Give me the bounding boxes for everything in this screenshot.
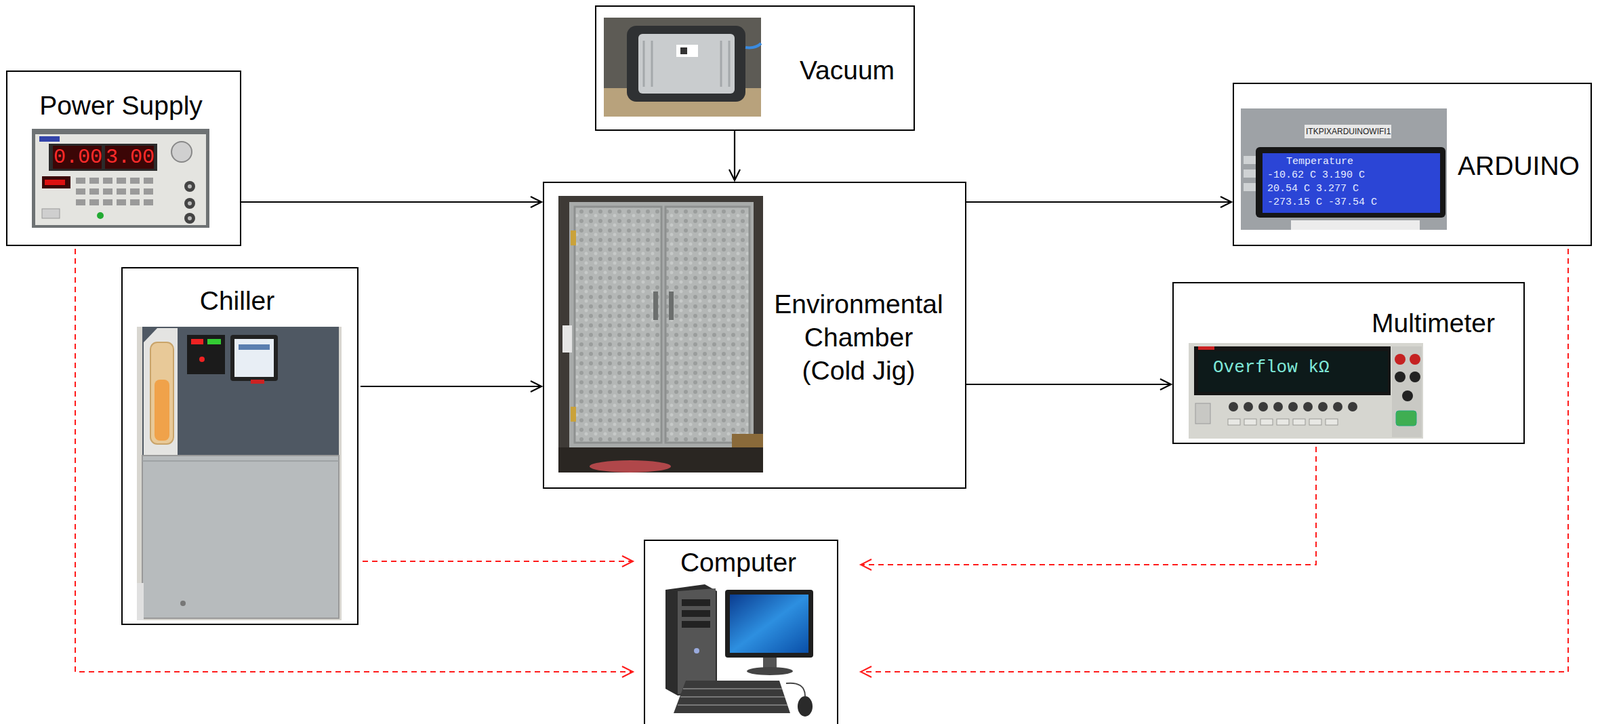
connection-arrow [729, 130, 741, 181]
data-link [860, 248, 1569, 678]
multimeter-reading: Overflow kΩ [1213, 357, 1330, 378]
lcd-line: -273.15 C -37.54 C [1267, 197, 1378, 209]
node-title: Chiller [122, 284, 352, 318]
data-link [75, 248, 633, 678]
vacuum-pump-photo [603, 17, 762, 117]
multimeter-photo [1188, 342, 1424, 439]
chiller-box: Chiller [121, 267, 359, 625]
lcd-line: 20.54 C 3.277 C [1267, 183, 1359, 196]
connector-line [860, 446, 1317, 565]
display-reading: 3.00 [105, 146, 154, 169]
device-tag: ITKPIXARDUINOWIFI1 [1305, 127, 1390, 137]
connection-arrow [241, 196, 542, 208]
data-link [362, 555, 633, 567]
chamber-box: Environmental Chamber (Cold Jig) [542, 181, 967, 489]
node-title: Multimeter [1356, 306, 1510, 341]
arrow-head [530, 196, 542, 208]
cold-jig-photo [558, 195, 764, 473]
node-title: Environmental Chamber (Cold Jig) [769, 288, 948, 387]
display-reading: 0.00 [53, 146, 101, 169]
connector-line [966, 383, 1172, 385]
arrow-head [729, 169, 741, 181]
connector-line [860, 248, 1569, 672]
arrow-head [860, 666, 872, 678]
computer-box: Computer [643, 539, 839, 724]
node-title: Vacuum [786, 54, 909, 88]
arrow-head [1220, 196, 1232, 208]
connector-line [360, 385, 542, 387]
connector-line [966, 201, 1232, 203]
arrow-head [622, 555, 633, 567]
node-title: Power Supply [7, 89, 235, 123]
connector-line [362, 560, 633, 562]
connection-arrow [360, 380, 542, 392]
connection-arrow [966, 378, 1172, 390]
node-title: Computer [645, 546, 832, 580]
data-link [860, 446, 1317, 570]
chiller-photo [136, 326, 342, 621]
arrow-head [1160, 378, 1172, 390]
connector-line [75, 248, 633, 672]
arrow-head [860, 559, 872, 570]
connection-arrow [966, 196, 1232, 208]
arrow-head [530, 380, 542, 392]
arduino-display-photo [1240, 108, 1447, 230]
lcd-line: Temperature [1286, 156, 1354, 169]
lcd-line: -10.62 C 3.190 C [1267, 170, 1365, 182]
connector-line [241, 201, 542, 203]
computer-icon [665, 584, 814, 717]
connector-line [733, 130, 736, 181]
arrow-head [622, 666, 633, 678]
node-title: ARDUINO [1452, 149, 1586, 183]
vacuum-box: Vacuum [595, 5, 915, 131]
power-supply-photo [31, 128, 210, 228]
